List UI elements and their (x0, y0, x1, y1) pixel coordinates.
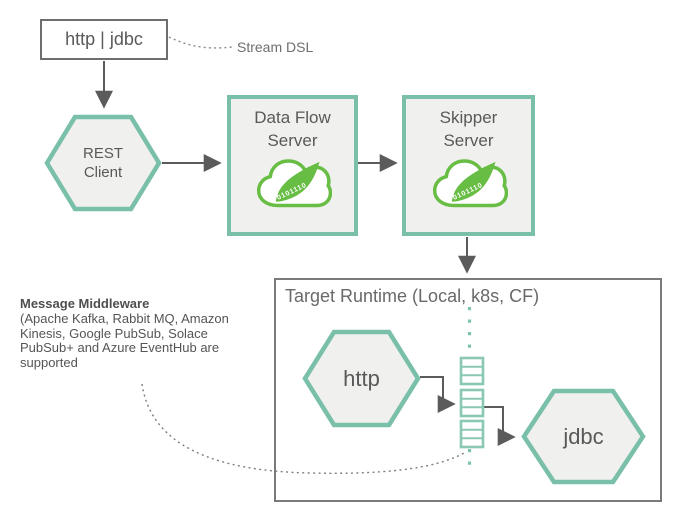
http-app-label: http (343, 365, 380, 391)
middleware-note-line: (Apache Kafka, Rabbit MQ, Amazon (20, 310, 229, 326)
skipper-server-label: Skipper Server (439, 108, 498, 150)
queue-icon (459, 419, 485, 449)
arrow-queue-to-jdbc (484, 406, 516, 446)
spring-cloud-icon: 0101110 (256, 159, 332, 208)
middleware-note-line: Kinesis, Google PubSub, Solace (20, 325, 208, 341)
stream-dsl-annotation: Stream DSL (237, 39, 314, 55)
hexagon-shape (521, 388, 646, 485)
queue-icon (459, 356, 485, 386)
jdbc-app-node: jdbc (521, 388, 646, 485)
arrow-http-to-queue (420, 376, 456, 413)
hexagon-shape (302, 329, 421, 428)
middleware-note-title: Message Middleware (20, 296, 150, 311)
middleware-note-line: PubSub+ and Azure EventHub are (20, 340, 220, 356)
jdbc-app-label: jdbc (563, 423, 604, 449)
target-runtime-title: Target Runtime (Local, k8s, CF) (285, 286, 540, 306)
middleware-note-line: supported (20, 355, 78, 371)
dotted-link-stream-dsl (168, 36, 233, 49)
middleware-note: Message Middleware (Apache Kafka, Rabbit… (20, 296, 260, 371)
data-flow-server-node: Data Flow Server 0101110 (227, 95, 358, 236)
data-flow-server-label: Data Flow Server (254, 108, 331, 150)
spring-cloud-icon: 0101110 (432, 159, 508, 208)
hexagon-shape (44, 114, 162, 212)
http-app-node: http (302, 329, 421, 428)
stream-dsl-box-label: http | jdbc (65, 29, 143, 49)
rest-client-label: REST Client (82, 145, 123, 181)
rest-client-node: REST Client (44, 114, 162, 212)
stream-dsl-box: http | jdbc (40, 19, 168, 60)
skipper-server-node: Skipper Server 0101110 (402, 95, 535, 236)
queue-icon (459, 388, 485, 418)
dotted-link-middleware (141, 383, 467, 474)
